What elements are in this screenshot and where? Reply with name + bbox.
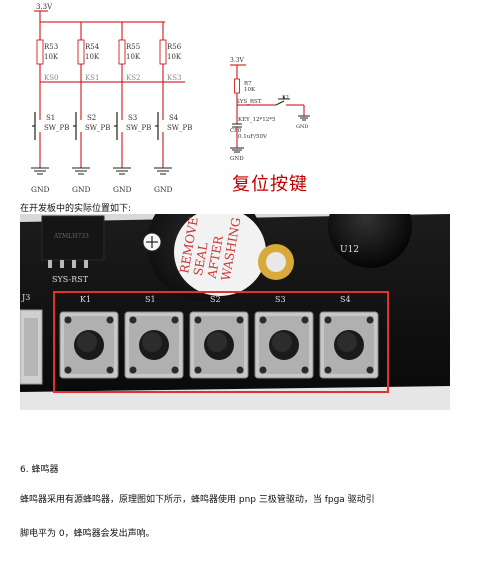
- silk-key-label: S3: [275, 295, 286, 304]
- gnd-label: GND: [31, 185, 50, 194]
- switch-ref: S2: [87, 114, 96, 122]
- tactile-button[interactable]: K1: [59, 295, 119, 379]
- svg-text:ATMLH733: ATMLH733: [53, 233, 89, 240]
- highlight-box: [53, 291, 389, 393]
- net-label: KS0: [44, 74, 58, 82]
- resistor-value: 10K: [85, 53, 100, 61]
- vcc-label: 3.3V: [36, 3, 53, 11]
- silk-key-label: S4: [340, 295, 351, 304]
- section-paragraph-line-1: 蜂鸣器采用有源蜂鸣器，原理图如下所示，蜂鸣器使用 pnp 三极管驱动，当 fpg…: [20, 495, 375, 505]
- gnd-label: GND: [154, 185, 173, 194]
- reset-key-gnd: GND: [296, 124, 308, 130]
- switch-type: SW_PB: [126, 124, 151, 132]
- net-label: KS2: [126, 74, 140, 82]
- silk-key-label: K1: [80, 295, 91, 304]
- reset-schematic: 3.3V R7 10K SYS_RST K1 GND KEY_12*12*5 C…: [230, 57, 310, 162]
- resistor-ref: R55: [126, 43, 140, 51]
- reset-cap-ref: C80: [230, 128, 242, 134]
- reset-vcc-label: 3.3V: [230, 57, 245, 64]
- tactile-button[interactable]: S1: [124, 295, 184, 379]
- gnd-label: GND: [72, 185, 91, 194]
- switch-ref: S4: [169, 114, 179, 122]
- buzzer-sticker: [174, 214, 266, 296]
- resistor-value: 10K: [167, 53, 182, 61]
- tactile-button[interactable]: S2: [189, 295, 249, 379]
- silk-u12: U12: [340, 245, 359, 255]
- resistor-ref: R53: [44, 43, 58, 51]
- resistor-ref: R54: [85, 43, 100, 51]
- net-label: KS1: [85, 74, 99, 82]
- reset-resistor-ref: R7: [244, 81, 252, 87]
- silk-sys-rst: SYS-RST: [52, 275, 89, 284]
- switch-type: SW_PB: [167, 124, 192, 132]
- switch-ref: S3: [128, 114, 137, 122]
- tactile-button[interactable]: S3: [254, 295, 314, 379]
- reset-net-label: SYS_RST: [236, 99, 262, 105]
- reset-key-title: 复位按键: [232, 174, 308, 195]
- reset-resistor-value: 10K: [244, 87, 256, 93]
- section-paragraph-line-2: 脚电平为 0，蜂鸣器会发出声响。: [20, 529, 155, 539]
- net-label: KS3: [167, 74, 181, 82]
- resistor-value: 10K: [44, 53, 59, 61]
- switch-type: SW_PB: [85, 124, 110, 132]
- resistor-value: 10K: [126, 53, 141, 61]
- silk-key-label: S2: [210, 295, 221, 304]
- section-heading: 6. 蜂鸣器: [20, 465, 59, 475]
- board-photo: ATMLH733 REMOVE SEAL AFTER WASHING U12 S…: [20, 214, 450, 410]
- photo-caption: 在开发板中的实际位置如下:: [20, 204, 132, 214]
- resistor-ref: R56: [167, 43, 182, 51]
- reset-key-type: KEY_12*12*5: [238, 117, 276, 123]
- switch-type: SW_PB: [44, 124, 69, 132]
- silk-key-label: S1: [145, 295, 156, 304]
- gnd-label: GND: [113, 185, 132, 194]
- reset-gnd-label: GND: [230, 156, 244, 162]
- tactile-button[interactable]: S4: [319, 295, 379, 379]
- sticker-line-2: SEAL: [191, 241, 211, 277]
- switch-ref: S1: [46, 114, 55, 122]
- silk-j3: J3: [21, 293, 30, 302]
- reset-cap-value: 0.1uF/50V: [238, 134, 268, 140]
- reset-key-ref: K1: [282, 95, 290, 101]
